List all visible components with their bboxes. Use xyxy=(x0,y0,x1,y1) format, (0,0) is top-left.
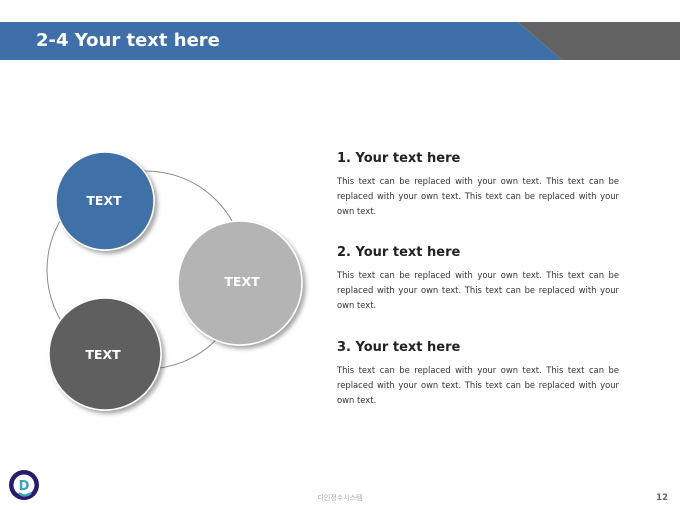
header-bar xyxy=(0,22,680,60)
section-1-body: This text can be replaced with your own … xyxy=(337,176,619,216)
section-3-heading: 3. Your text here xyxy=(337,340,461,355)
logo-letter: D xyxy=(19,479,30,494)
section-3-body: This text can be replaced with your own … xyxy=(337,365,619,405)
circle-node-3 xyxy=(48,297,162,411)
section-3: 3. Your text here This text can be repla… xyxy=(337,339,619,408)
circle-node-3-label: TEXT xyxy=(85,347,121,362)
footer-brand: 다인정수시스템 xyxy=(317,494,363,502)
section-1: 1. Your text here This text can be repla… xyxy=(337,150,619,219)
header-blue-band xyxy=(0,22,562,60)
page-number: 12 xyxy=(656,493,668,503)
slide-title: 2-4 Your text here xyxy=(36,30,220,51)
circle-node-2 xyxy=(177,220,303,346)
circle-node-2-label: TEXT xyxy=(224,274,260,289)
circle-node-1 xyxy=(55,151,155,251)
header-bar-shape xyxy=(0,22,680,60)
header-gray-band xyxy=(518,22,680,60)
section-2-body: This text can be replaced with your own … xyxy=(337,270,619,310)
section-2: 2. Your text here This text can be repla… xyxy=(337,244,619,313)
section-2-heading: 2. Your text here xyxy=(337,245,461,260)
company-logo-icon: D xyxy=(9,470,39,500)
section-1-heading: 1. Your text here xyxy=(337,151,461,166)
circle-node-1-label: TEXT xyxy=(86,193,122,208)
